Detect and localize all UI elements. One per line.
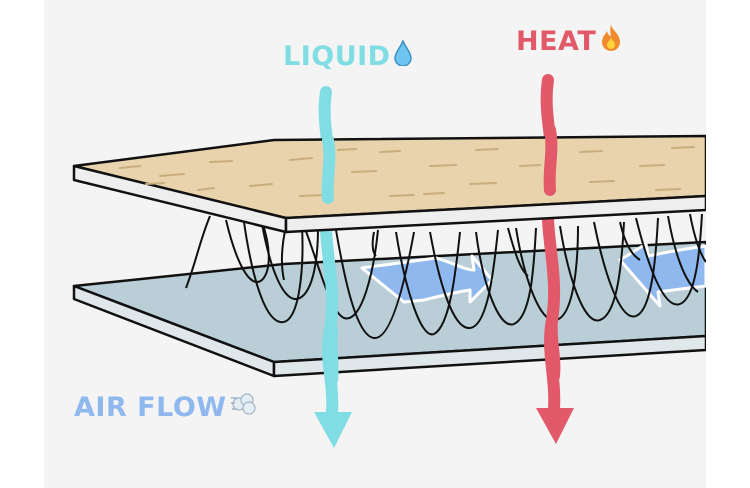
water-drop-icon	[393, 39, 412, 73]
liquid-stream-through-bottom	[325, 324, 339, 386]
liquid-stream-over-top	[321, 134, 336, 204]
heat-label-text: HEAT	[516, 26, 597, 57]
wind-puff-icon	[230, 392, 258, 423]
heat-label: HEAT	[516, 24, 623, 59]
heat-stream-through-bottom	[545, 314, 561, 382]
fire-icon	[599, 24, 623, 59]
connecting-fibers	[185, 213, 706, 340]
right-margin	[706, 0, 750, 488]
air-flow-arrows	[360, 242, 706, 308]
left-margin	[0, 0, 44, 488]
top-fabric-layer	[72, 134, 706, 234]
air-flow-label-text: AIR FLOW	[74, 392, 227, 423]
air-flow-label: AIR FLOW	[74, 392, 258, 423]
heat-stream-over-top	[543, 124, 558, 196]
liquid-label: LIQUID	[283, 39, 412, 73]
liquid-label-text: LIQUID	[283, 41, 391, 72]
